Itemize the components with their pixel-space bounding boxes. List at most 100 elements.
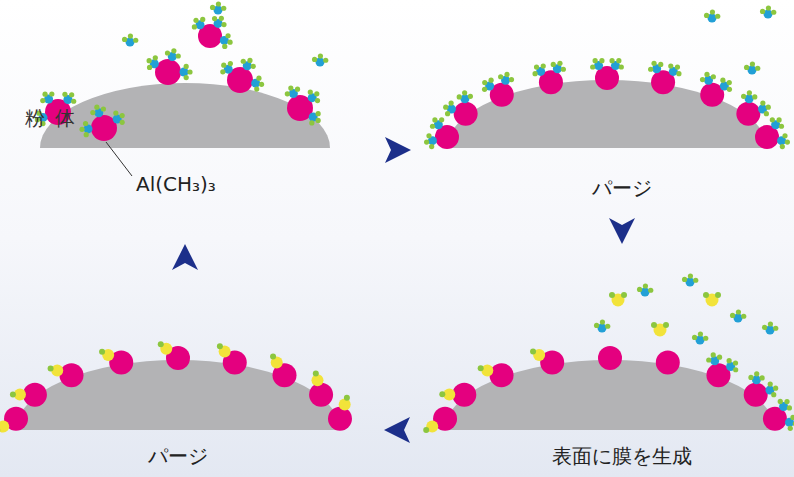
hydrogen-atom [200,17,205,22]
surface-site [706,352,738,387]
hydroxyl-group [48,365,64,377]
cycle-arrow [385,137,411,163]
hydrogen-atom [122,37,127,42]
aluminium-atom [736,102,760,126]
hydrogen-atom [193,18,198,23]
hydrogen-atom [727,358,732,363]
cycle-arrow [609,218,635,244]
methyl-group [748,371,764,384]
methyl-group [594,319,610,332]
surface-site [736,90,771,126]
methyl-group [637,283,653,296]
methyl-group [457,90,473,103]
hydrogen-atom [715,292,721,298]
hydrogen-atom [609,58,614,63]
methyl-group [777,133,790,149]
hydrogen-atom [760,375,765,380]
hydrogen-atom [703,336,708,341]
surface-site [439,383,476,407]
hydrogen-atom [308,89,313,94]
methyl-group [700,72,716,85]
hydrogen-atom [462,90,467,95]
methyl-group [309,111,321,125]
hydrogen-atom [733,360,738,365]
hydrogen-atom [768,381,773,386]
surface-site [648,61,681,95]
hydrogen-atom [120,120,125,125]
hydrogen-atom [429,144,434,149]
hydrogen-atom [711,74,716,79]
methyl-group [668,63,681,76]
hydrogen-atom [599,58,604,63]
hydrogen-atom [270,353,276,359]
methyl-group [704,9,720,22]
hydrogen-atom [752,94,757,99]
hydrogen-atom [147,58,152,63]
hydrogen-atom [600,319,605,324]
hydrogen-atom [432,117,437,122]
hydrogen-atom [147,65,152,70]
surface-site [99,349,133,375]
hydrogen-atom [312,57,317,62]
hydrogen-atom [221,22,226,27]
methyl-group [758,100,771,116]
methyl-group [692,331,708,344]
methyl-group [726,358,738,372]
surface-site [443,90,478,126]
hydrogen-atom [747,90,752,95]
hydrogen-atom [113,111,118,116]
hydrogen-atom [316,111,321,116]
hydrogen-atom [225,33,230,38]
surface-site [755,117,790,149]
surface-site [0,407,28,433]
hydrogen-atom [733,367,738,372]
hydrogen-atom [426,133,431,138]
methyl-group [40,91,54,103]
aluminium-atom [598,346,622,370]
hydrogen-atom [254,86,259,91]
oxygen-atom [311,374,323,386]
hydrogen-atom [0,427,1,433]
hydrogen-atom [698,331,703,336]
hydrogen-atom [241,59,246,64]
hydrogen-atom [741,94,746,99]
surface-site [598,346,622,370]
hydrogen-atom [84,132,89,137]
hydrogen-atom [782,133,787,138]
hydrogen-atom [594,323,599,328]
hydrogen-atom [314,91,319,96]
methyl-group [220,33,233,49]
methyl-group [741,90,757,103]
methyl-group [430,117,444,129]
methyl-group [770,117,784,129]
hydrogen-atom [532,71,537,76]
tma-molecule [147,48,193,85]
surface-site [217,343,247,374]
hydrogen-atom [219,16,224,21]
hydroxyl-group [270,353,283,368]
hydrogen-atom [764,111,769,116]
methyl-group [778,399,792,411]
hydrogen-atom [675,64,680,69]
step-caption: パージ [592,176,652,200]
hydrogen-atom [210,5,215,10]
hydrogen-atom [727,80,732,85]
precursor-molecules [35,1,329,141]
methyl-group [210,1,226,14]
hydroxyl-group [339,395,351,411]
methyl-group [682,273,698,286]
step-caption: パージ [148,444,208,468]
surface-site [656,350,680,374]
hydrogen-atom [736,309,741,314]
hydrogen-atom [593,58,598,63]
hydroxyl-group [311,370,323,386]
aluminium-atom [490,363,514,387]
hydrogen-atom [688,273,693,278]
hydrogen-atom [704,72,709,77]
hydrogen-atom [779,124,784,129]
hydrogen-atom [83,121,88,126]
cycle-arrow [384,417,410,443]
hydrogen-atom [609,292,615,298]
hydroxyl-group [217,343,231,357]
surface-site [482,72,514,107]
